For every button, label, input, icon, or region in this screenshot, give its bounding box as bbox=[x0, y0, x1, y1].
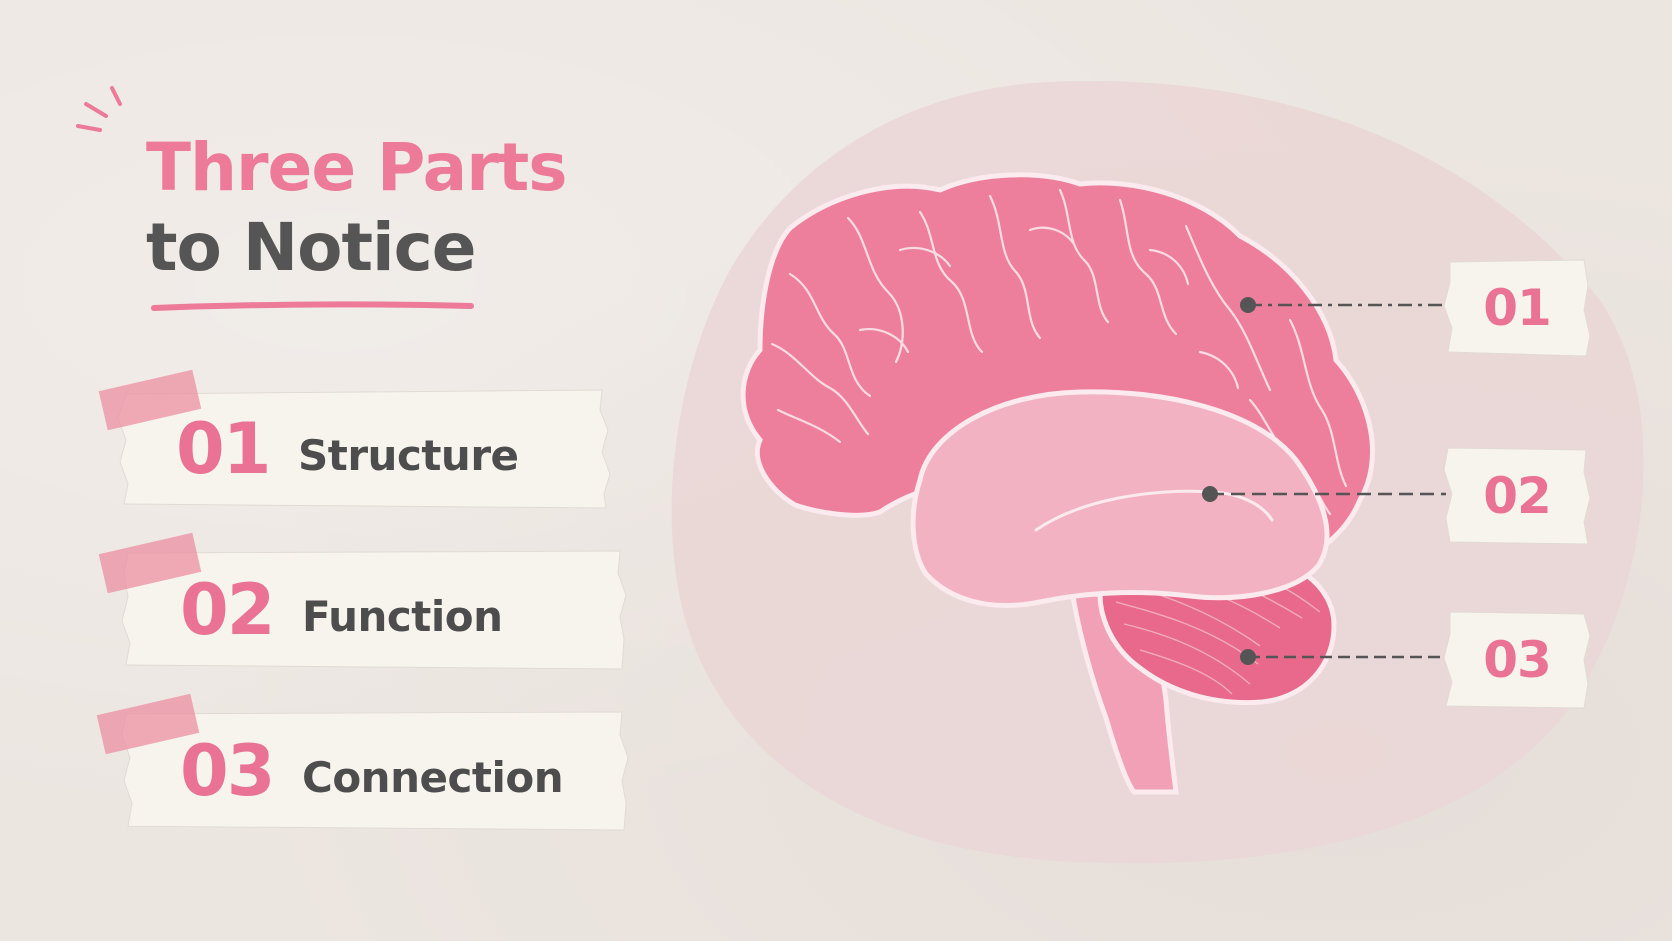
page-title: Three Parts to Notice bbox=[146, 128, 568, 288]
title-underline bbox=[151, 301, 474, 311]
title-line-1: Three Parts bbox=[146, 129, 568, 206]
callout-number: 03 bbox=[1483, 631, 1552, 689]
list-item-connection: 03 Connection bbox=[96, 693, 629, 831]
list-item-function: 02 Function bbox=[98, 532, 627, 670]
item-number: 02 bbox=[180, 569, 275, 651]
item-label: Structure bbox=[298, 431, 519, 480]
paper-strip bbox=[121, 550, 627, 670]
callout-tag-02: 02 bbox=[1443, 447, 1591, 545]
item-number: 01 bbox=[176, 408, 271, 490]
item-label: Connection bbox=[302, 753, 564, 802]
paper-tag bbox=[1443, 447, 1591, 545]
title-line-2: to Notice bbox=[146, 209, 477, 286]
callout-number: 02 bbox=[1483, 467, 1552, 525]
item-number: 03 bbox=[180, 730, 275, 812]
paper-strip bbox=[117, 389, 611, 509]
callout-tag-01: 01 bbox=[1443, 259, 1591, 357]
accent-strokes-icon bbox=[76, 86, 122, 132]
callout-tag-03: 03 bbox=[1443, 611, 1591, 709]
leader-lines bbox=[1202, 297, 1446, 665]
list-item-structure: 01 Structure bbox=[98, 369, 611, 509]
paper-tag bbox=[1443, 611, 1591, 709]
paper-strip bbox=[121, 711, 629, 831]
paper-tag bbox=[1443, 259, 1591, 357]
item-label: Function bbox=[302, 592, 503, 641]
callout-number: 01 bbox=[1483, 279, 1552, 337]
